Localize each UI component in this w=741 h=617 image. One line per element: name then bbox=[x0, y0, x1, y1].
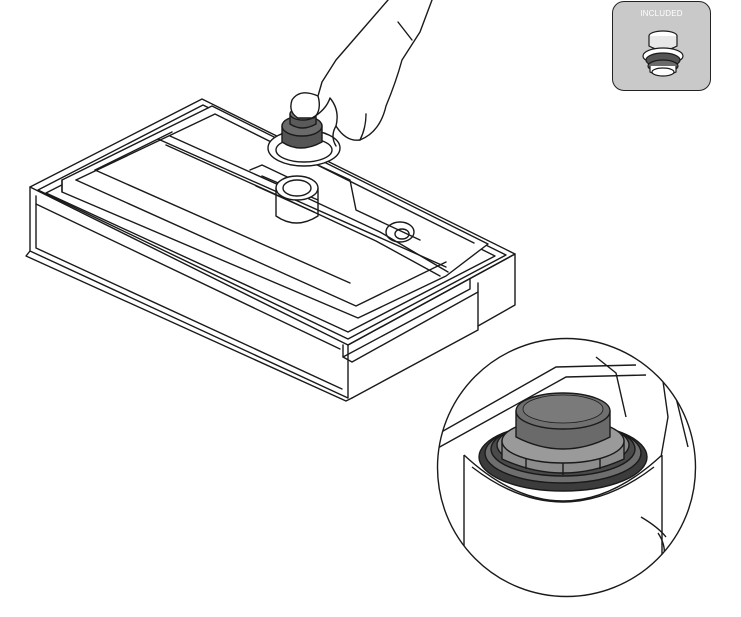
drain-collar-icon bbox=[275, 175, 319, 224]
hand-icon bbox=[290, 0, 433, 147]
drain-plug-icon bbox=[642, 30, 684, 77]
badge-label: INCLUDED bbox=[640, 9, 683, 18]
drain-detail-icon bbox=[436, 337, 697, 598]
included-badge: INCLUDED bbox=[612, 1, 711, 91]
